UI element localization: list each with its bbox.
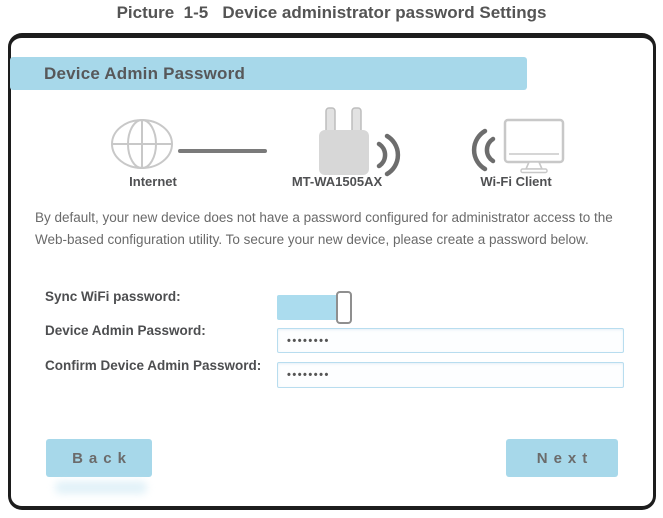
globe-icon [111,119,173,169]
settings-window: Device Admin Password Internet [8,33,656,510]
confirm-password-label: Confirm Device Admin Password: [45,358,262,373]
admin-password-input[interactable] [277,328,624,353]
page-title: Device Admin Password [44,63,246,83]
next-button[interactable]: Next [506,439,618,477]
internet-label: Internet [129,174,177,189]
sync-wifi-label: Sync WiFi password: [45,289,181,304]
wifi-waves-left-icon [471,128,496,172]
confirm-password-input[interactable] [277,362,624,388]
device-label: MT-WA1505AX [291,174,383,189]
monitor-icon [503,118,565,174]
figure-caption: Picture 1-5 Device administrator passwor… [116,3,547,22]
sync-wifi-toggle[interactable] [277,291,352,324]
back-button[interactable]: Back [46,439,152,477]
wifi-waves-right-icon [376,133,401,177]
client-label: Wi-Fi Client [480,174,552,189]
description-text: By default, your new device does not hav… [35,210,613,247]
window-content: Device Admin Password Internet [10,38,653,506]
admin-password-label: Device Admin Password: [45,323,206,338]
toggle-knob[interactable] [336,291,352,324]
extender-device-icon [319,107,401,177]
connector-line [178,149,267,153]
wifi-client-icon [471,118,565,174]
button-reflection [55,481,147,494]
window-header: Device Admin Password [10,57,527,90]
